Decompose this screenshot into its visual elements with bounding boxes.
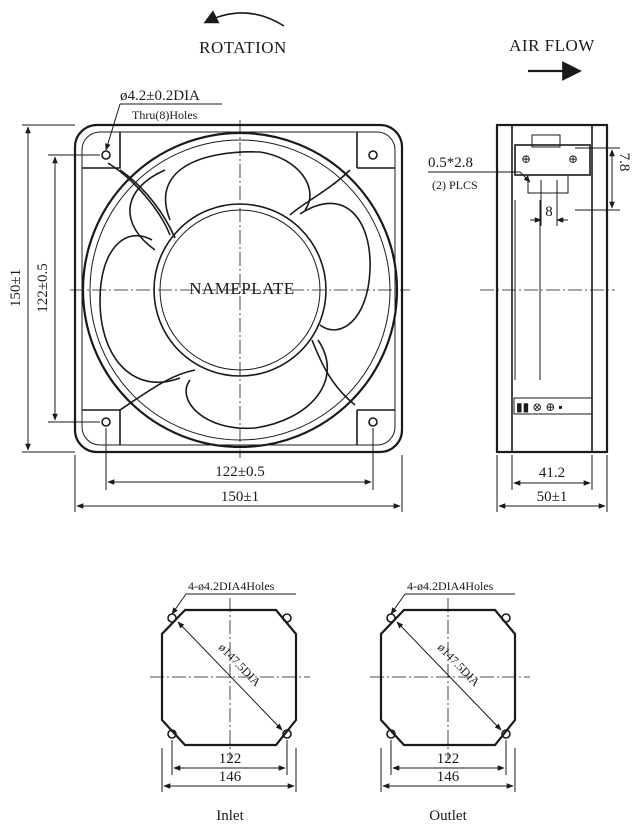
- frame-struts: [107, 162, 356, 411]
- outlet-dim-inner: 122: [437, 751, 460, 767]
- mounting-holes: [101, 150, 378, 427]
- airflow-label: AIR FLOW: [509, 36, 595, 55]
- outlet-view: ø147.5DIA 4-ø4.2DIA4Holes 122 146 Outlet: [370, 579, 530, 824]
- hole-callout-text: ø4.2±0.2DIA: [120, 88, 200, 104]
- rotation-arrow: [203, 10, 285, 27]
- hole-callout-leader: [105, 103, 121, 151]
- dim-terminal-height: 7.8: [616, 153, 632, 172]
- blade-1: [164, 151, 311, 221]
- mount-hole-bl: [101, 417, 111, 427]
- outlet-hole-tr: [501, 613, 511, 623]
- outlet-hole-tl: [386, 613, 396, 623]
- outlet-hole-bl: [386, 729, 396, 739]
- mount-hole-tr: [368, 150, 378, 160]
- inlet-diameter-line: [177, 621, 283, 731]
- blade-4: [99, 234, 181, 384]
- terminal-callout: 0.5*2.8: [428, 155, 473, 171]
- inlet-hole-br: [282, 729, 292, 739]
- outlet-hole-br: [501, 729, 511, 739]
- strut-3: [289, 169, 351, 216]
- nameplate-label: NAMEPLATE: [189, 279, 295, 298]
- front-view: NAMEPLATE ø4.2±0.2DIA Thru(8)Holes 150±1…: [8, 88, 410, 512]
- corner-pocket-br: [356, 409, 395, 445]
- strut-2: [119, 169, 176, 239]
- dim-height-inner: 122±0.5: [35, 263, 51, 312]
- terminal-plus-left: ⊕: [521, 152, 531, 166]
- outlet-caption: Outlet: [429, 808, 467, 824]
- terminal-plus-right: ⊕: [568, 152, 578, 166]
- outlet-hole-callout: 4-ø4.2DIA4Holes: [407, 579, 494, 593]
- strut-1: [107, 162, 171, 236]
- dim-width-outer: 150±1: [221, 489, 259, 505]
- dim-width-inner: 122±0.5: [215, 464, 264, 480]
- blade-3: [185, 339, 329, 430]
- outlet-diameter: ø147.5DIA: [435, 640, 483, 689]
- inlet-hole-callout: 4-ø4.2DIA4Holes: [188, 579, 275, 593]
- corner-pocket-bl: [82, 409, 121, 445]
- terminal-callout-sub: (2) PLCS: [432, 178, 478, 192]
- inlet-view: ø147.5DIA 4-ø4.2DIA4Holes 122 146 Inlet: [150, 579, 310, 824]
- blade-2: [299, 202, 371, 331]
- blade-5: [129, 169, 166, 251]
- rotation-label: ROTATION: [199, 38, 287, 57]
- frame-outer: [73, 123, 404, 454]
- inlet-diameter: ø147.5DIA: [216, 640, 264, 689]
- corner-pocket-tl: [82, 132, 121, 169]
- strut-5: [119, 369, 196, 411]
- side-view: ⊕ ⊕ ▮▮ ⊗ ⊕ ▪ 0.5*2.8 (2) PLCS 7.8 8 41.2: [428, 123, 632, 512]
- inlet-outline: [160, 608, 298, 747]
- outlet-diameter-line: [396, 621, 502, 731]
- inlet-hole-tr: [282, 613, 292, 623]
- airflow-indicator: AIR FLOW: [509, 36, 595, 81]
- rotation-indicator: ROTATION: [199, 10, 287, 57]
- inlet-dim-inner: 122: [219, 751, 242, 767]
- strut-4: [311, 339, 356, 406]
- dim-height-outer: 150±1: [8, 269, 24, 307]
- inlet-dim-outer: 146: [219, 769, 242, 785]
- dim-inner-depth: 41.2: [539, 465, 565, 481]
- corner-pocket-tr: [356, 132, 395, 169]
- hole-callout-subtext: Thru(8)Holes: [132, 108, 198, 122]
- side-body: [495, 123, 609, 454]
- dim-terminal-width: 8: [545, 204, 553, 220]
- dim-outer-depth: 50±1: [537, 489, 568, 505]
- bottom-connector: ▮▮ ⊗ ⊕ ▪: [513, 397, 593, 415]
- inlet-hole-bl: [167, 729, 177, 739]
- inlet-caption: Inlet: [216, 808, 244, 824]
- inlet-hole-tl: [167, 613, 177, 623]
- mount-hole-br: [368, 417, 378, 427]
- bottom-connector-glyph: ▮▮ ⊗ ⊕ ▪: [516, 400, 563, 414]
- outlet-dim-outer: 146: [437, 769, 460, 785]
- mount-hole-tl: [101, 150, 111, 160]
